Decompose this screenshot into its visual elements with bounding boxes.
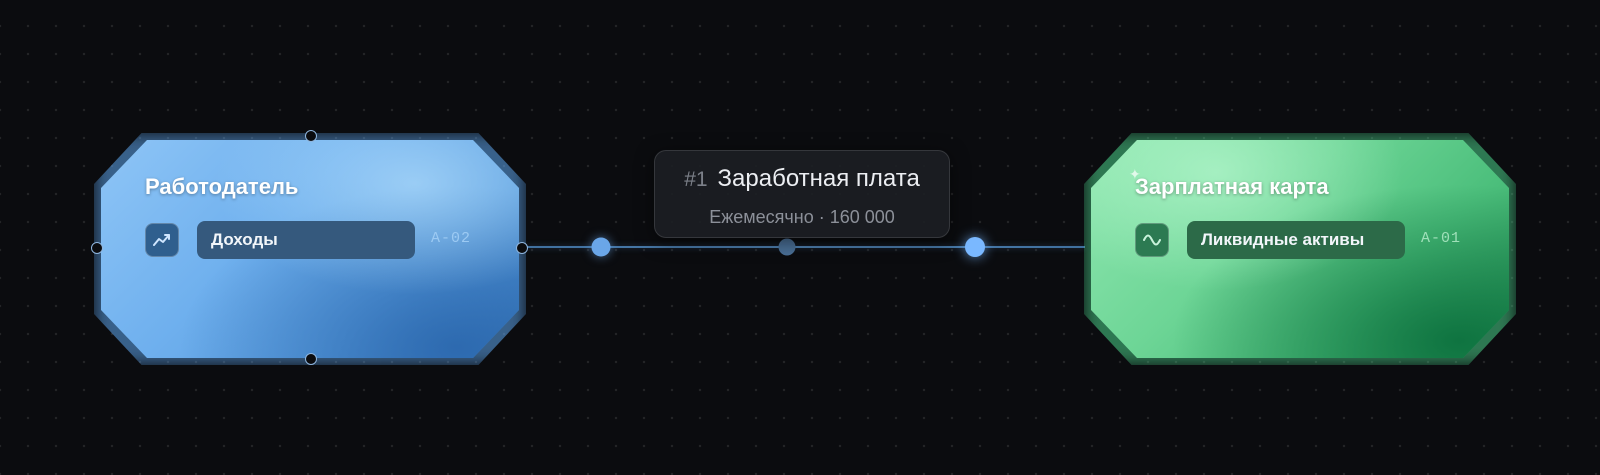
node-employer[interactable]: Работодатель Доходы A-02 bbox=[94, 133, 526, 365]
connection-handle-bottom[interactable] bbox=[305, 353, 317, 365]
connection-handle-top[interactable] bbox=[305, 130, 317, 142]
sparkle-icon: ✦ bbox=[1129, 166, 1141, 182]
connection-handle-right[interactable] bbox=[516, 242, 528, 254]
edge-subtitle: Ежемесячно · 160 000 bbox=[709, 207, 895, 227]
edge-title: Заработная плата bbox=[717, 165, 920, 192]
trend-up-icon bbox=[145, 223, 179, 257]
connection-line[interactable] bbox=[520, 246, 1085, 248]
edge-title-row: #1 Заработная плата bbox=[655, 165, 949, 193]
edge-label-card[interactable]: #1 Заработная плата Ежемесячно · 160 000 bbox=[654, 150, 950, 238]
wave-icon bbox=[1135, 223, 1169, 257]
edge-waypoint-end[interactable] bbox=[965, 237, 985, 257]
category-tag[interactable]: Ликвидные активы bbox=[1187, 221, 1405, 259]
node-title: Работодатель bbox=[145, 174, 299, 199]
edge-waypoint-start[interactable] bbox=[591, 237, 611, 257]
edge-waypoint-middle[interactable] bbox=[778, 238, 796, 256]
edge-number: #1 bbox=[684, 168, 708, 191]
node-title: Зарплатная карта bbox=[1135, 174, 1329, 199]
category-tag[interactable]: Доходы bbox=[197, 221, 415, 259]
node-code: A-01 bbox=[1421, 230, 1462, 247]
connection-handle-left[interactable] bbox=[91, 242, 103, 254]
node-code: A-02 bbox=[431, 230, 472, 247]
node-salary-card[interactable]: ✦ Зарплатная карта Ликвидные активы A-01 bbox=[1084, 133, 1516, 365]
